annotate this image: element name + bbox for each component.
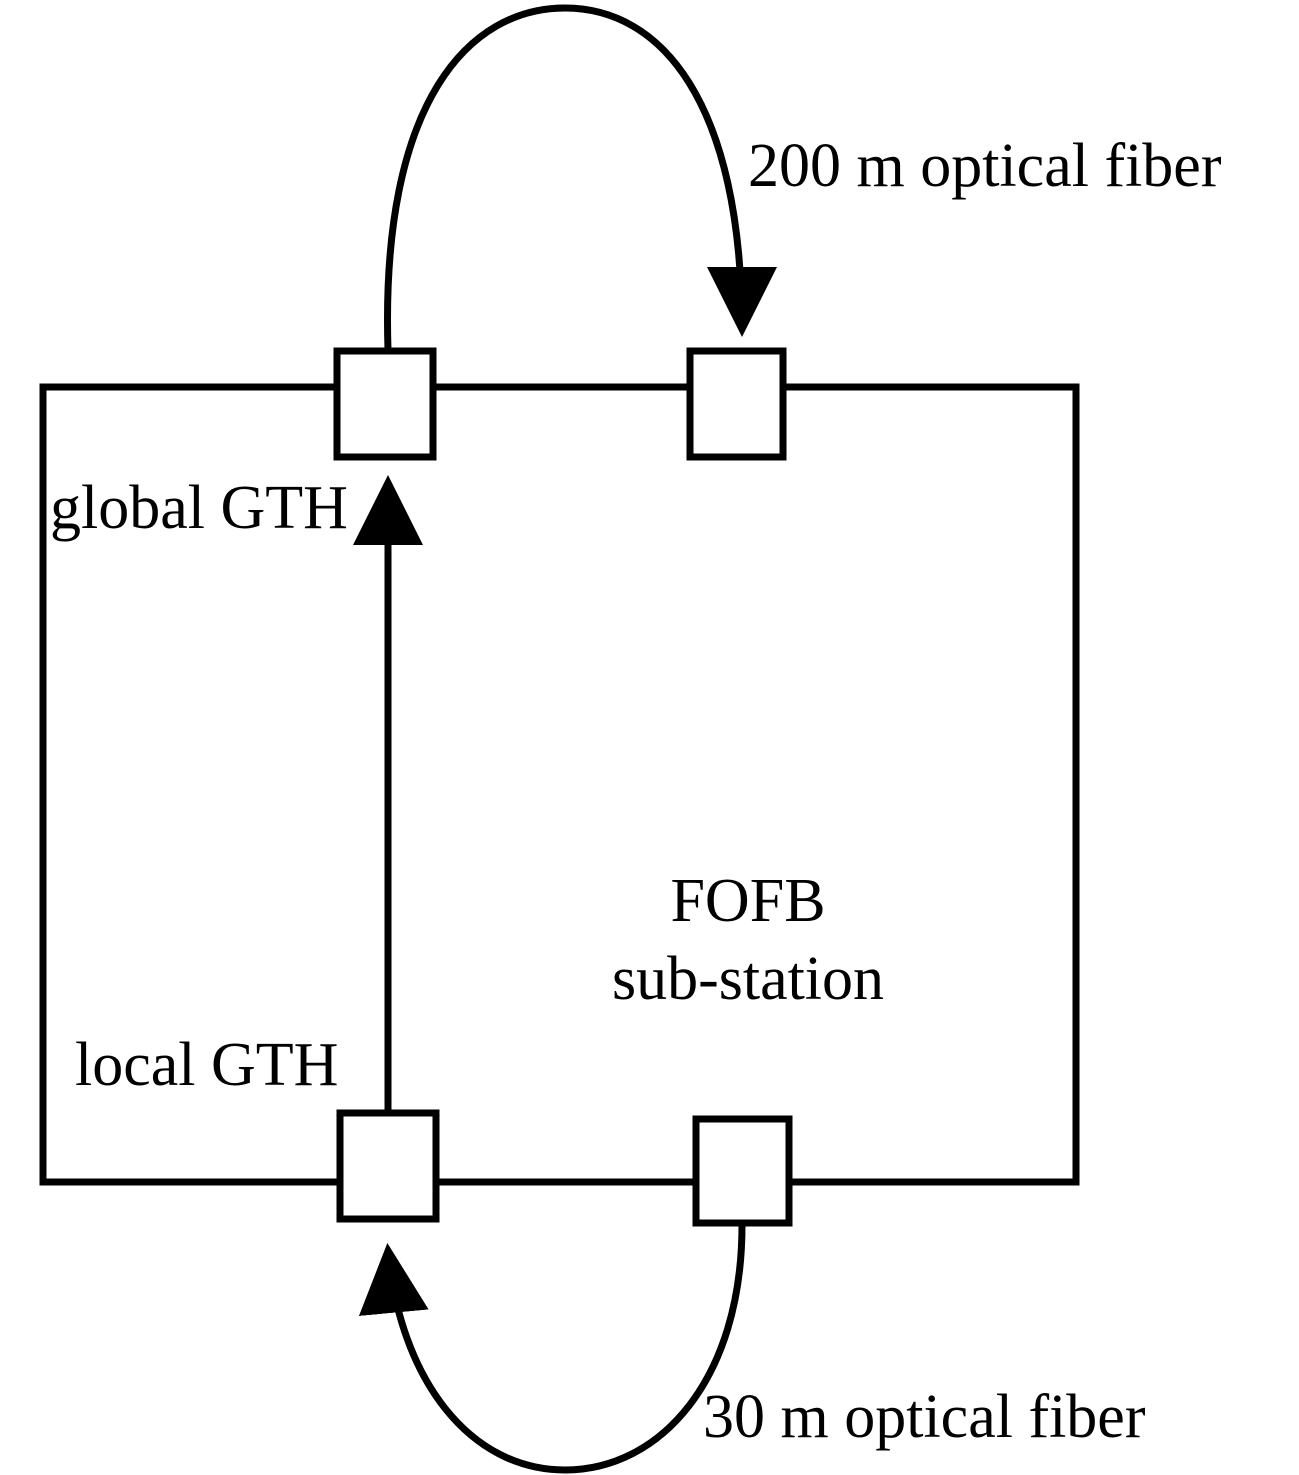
global-gth-port <box>333 347 437 461</box>
local-gth-port <box>336 1109 440 1223</box>
fofb-substation-box <box>39 383 1080 1186</box>
bottom-right-port <box>692 1115 793 1227</box>
bottom-fiber-loop <box>358 1224 746 1474</box>
global-gth-label: global GTH <box>50 474 348 542</box>
bottom-fiber-label: 30 m optical fiber <box>703 1383 1146 1451</box>
local-gth-label: local GTH <box>75 1031 338 1099</box>
top-right-port <box>686 347 787 461</box>
station-label-line2: sub-station <box>612 945 884 1013</box>
station-label-line1: FOFB <box>670 867 825 935</box>
top-fiber-loop <box>384 4 777 351</box>
top-fiber-label: 200 m optical fiber <box>748 132 1222 200</box>
